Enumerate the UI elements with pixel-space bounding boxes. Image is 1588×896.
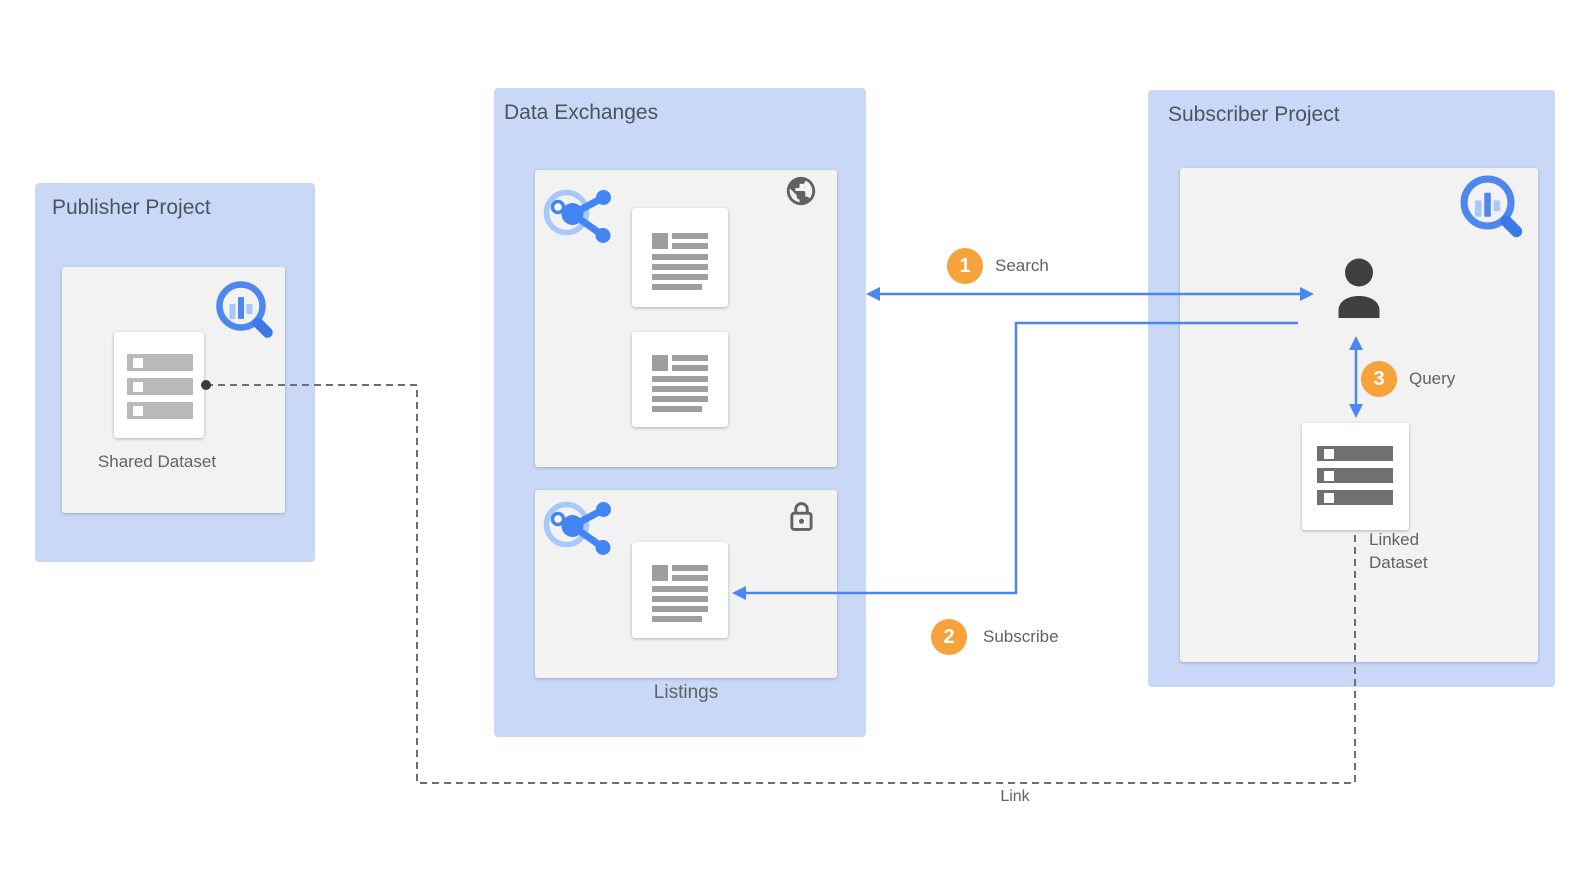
shared-dataset-icon	[114, 332, 204, 438]
listing-line	[672, 355, 708, 361]
listing-line	[652, 396, 708, 402]
listing-icon	[632, 332, 728, 427]
dataset-row-square	[1324, 471, 1334, 481]
listing-line	[652, 386, 708, 392]
linked-dataset-icon	[1302, 423, 1409, 530]
shared-dataset-label: Shared Dataset	[97, 452, 217, 471]
step-2-label: Subscribe	[983, 627, 1059, 646]
dataset-row	[1317, 490, 1393, 505]
dataset-row	[1317, 446, 1393, 461]
listing-thumb	[652, 565, 668, 581]
step-1-badge: 1	[947, 248, 983, 284]
listing-thumb	[652, 233, 668, 249]
dataset-row-square	[133, 406, 143, 416]
dataset-row	[1317, 468, 1393, 483]
step-3-badge: 3	[1361, 361, 1397, 397]
listing-line	[652, 376, 708, 382]
listing-line	[652, 284, 702, 290]
listing-line	[652, 406, 702, 412]
linked-dataset-label: Linked Dataset	[1369, 530, 1428, 572]
dataset-row-square	[1324, 449, 1334, 459]
listing-line	[652, 616, 702, 622]
listing-line	[652, 274, 708, 280]
listing-line	[672, 233, 708, 239]
dataset-row-square	[133, 358, 143, 368]
dataset-row	[127, 378, 193, 395]
bigquery-icon	[213, 278, 279, 349]
listing-icon	[632, 542, 728, 638]
dataset-row	[127, 402, 193, 419]
dataset-row-square	[133, 382, 143, 392]
listing-line	[652, 586, 708, 592]
link-label: Link	[1000, 788, 1030, 805]
listings-label: Listings	[653, 682, 719, 703]
listing-line	[652, 264, 708, 270]
listing-icon	[632, 208, 728, 307]
listing-line	[672, 243, 708, 249]
listing-line	[672, 365, 708, 371]
lock-icon	[789, 500, 814, 538]
publisher-project-title: Publisher Project	[52, 196, 211, 219]
analytics-hub-icon	[542, 494, 612, 561]
listing-line	[672, 575, 708, 581]
step-1-label: Search	[995, 256, 1049, 275]
bigquery-icon	[1457, 172, 1529, 249]
listing-line	[652, 596, 708, 602]
data-exchanges-title: Data Exchanges	[504, 101, 659, 124]
analytics-hub-icon	[542, 182, 612, 249]
listing-line	[652, 606, 708, 612]
listing-line	[672, 565, 708, 571]
listing-line	[652, 254, 708, 260]
globe-icon	[784, 174, 818, 213]
step-2-badge: 2	[931, 619, 967, 655]
step-3-label: Query	[1409, 369, 1456, 388]
listing-thumb	[652, 355, 668, 371]
person-icon	[1330, 258, 1388, 323]
dataset-row-square	[1324, 493, 1334, 503]
dataset-row	[127, 354, 193, 371]
subscriber-project-title: Subscriber Project	[1168, 103, 1340, 126]
